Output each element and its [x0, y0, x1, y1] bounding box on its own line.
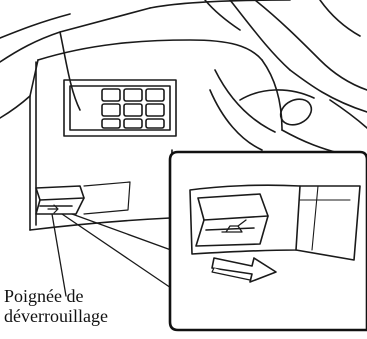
leader-lines: [52, 214, 182, 296]
dashboard-outline: [0, 0, 367, 160]
lower-panel: [30, 62, 175, 230]
callout-label-line1: Poignée de: [4, 286, 154, 306]
callout-label-line2: déverrouillage: [4, 306, 154, 326]
detail-box: [170, 152, 367, 330]
switch-panel: [64, 80, 176, 136]
callout-label: Poignée de déverrouillage: [4, 286, 154, 326]
release-handle-small: [36, 182, 130, 214]
steering-column: [210, 70, 367, 150]
